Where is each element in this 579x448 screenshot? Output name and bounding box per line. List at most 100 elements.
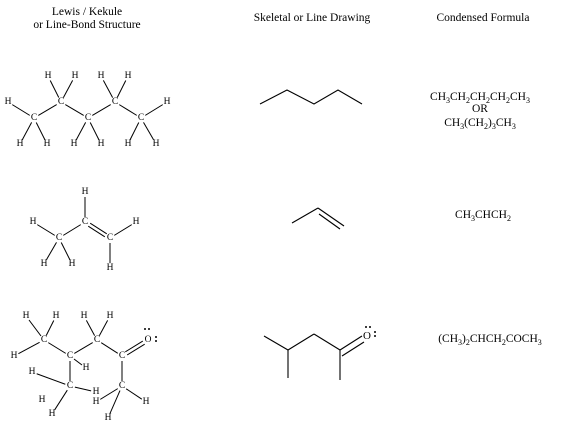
skeletal-propene (291, 207, 345, 230)
lewis-ketone-carbon-atom: C (41, 335, 47, 345)
lewis-pentane-hydrogen-atom: H (164, 97, 171, 107)
lewis-propene-carbon-atom: C (82, 217, 88, 227)
lewis-pentane-bond (92, 104, 111, 116)
lewis-oxygen-lone-pair-dot (155, 340, 157, 342)
lewis-ketone-hydrogen-atom: H (107, 311, 114, 321)
skeletal-pentane (259, 89, 363, 105)
formula-text: ) (462, 333, 466, 345)
lewis-pentane-hydrogen-atom: H (98, 71, 105, 81)
lewis-ketone-bond (73, 358, 83, 366)
condensed-pentane-2: CH3(CH2)3CH3 (444, 117, 516, 131)
lewis-pentane-carbon-atom: C (138, 113, 144, 123)
lewis-pentane-bond (75, 122, 87, 140)
formula-subscript: 2 (506, 96, 510, 105)
lewis-oxygen-lone-pair-dot (148, 328, 150, 330)
lewis-ketone-bond (125, 388, 143, 400)
lewis-ketone-bond (45, 320, 55, 336)
lewis-ketone-double-bond (125, 340, 144, 353)
lewis-propene-hydrogen-atom: H (41, 259, 48, 269)
lewis-pentane-bond (21, 122, 33, 140)
lewis-ketone-hydrogen-atom: H (11, 351, 18, 361)
formula-text: CH (455, 209, 471, 221)
lewis-ketone-hydrogen-atom: H (23, 311, 30, 321)
lewis-pentane-hydrogen-atom: H (17, 139, 24, 149)
lewis-pentane-carbon-atom: C (112, 97, 118, 107)
lewis-ketone-double-bond (126, 343, 145, 356)
condensed-formulas: CH3CH2CH2CH2CH3 OR CH3(CH2)3CH3 CH3CHCH2… (430, 91, 542, 347)
lewis-pentane-bond (35, 122, 46, 140)
lewis-pentane-bond (11, 104, 31, 116)
formula-subscript: 2 (502, 338, 506, 347)
lewis-pentane-bond (38, 104, 57, 116)
lewis-pentane-carbon-atom: C (85, 113, 91, 123)
formula-subscript: 2 (507, 214, 511, 223)
formula-text: CH (490, 91, 506, 103)
formula-subscript: 3 (446, 96, 450, 105)
condensed-pentane-1: CH3CH2CH2CH2CH3 (430, 91, 530, 105)
lewis-ketone-bond (74, 386, 92, 392)
formula-text: ) (488, 117, 492, 129)
formula-text: CH (496, 117, 512, 129)
formula-text: CHCH (475, 209, 507, 221)
lewis-pentane-bond (144, 104, 164, 116)
lewis-oxygen-lone-pair-dot (144, 328, 146, 330)
lewis-ketone-carbon-atom: C (67, 381, 73, 391)
lewis-propene-hydrogen-atom: H (107, 263, 114, 273)
condensed-pentane-or: OR (472, 103, 488, 115)
lewis-pentane-hydrogen-atom: H (72, 71, 79, 81)
header-condensed-text: Condensed Formula (436, 12, 530, 24)
lewis-pentane-hydrogen-atom: H (153, 139, 160, 149)
lewis-ketone-bond (99, 388, 119, 400)
lewis-ketone-hydrogen-atom: H (93, 387, 100, 397)
lewis-pentane-bond (49, 80, 60, 98)
lewis-ketone-hydrogen-atom: H (83, 363, 90, 373)
lewis-pentane-carbon-atom: C (31, 113, 37, 123)
lewis-ketone-bond (28, 319, 42, 337)
formula-subscript: 3 (538, 338, 542, 347)
lewis-pentane-hydrogen-atom: H (5, 97, 12, 107)
formula-text: CH (510, 91, 526, 103)
header-condensed: Condensed Formula (418, 12, 548, 25)
lewis-pentane-bond (129, 122, 140, 140)
skeletal-drawings: O (259, 89, 376, 380)
lewis-ketone-bond (47, 342, 67, 354)
lewis-ketone-bond (98, 320, 109, 336)
lewis-pentane-carbon-atom: C (58, 97, 64, 107)
formula-subscript: 2 (466, 338, 470, 347)
lewis-pentane-hydrogen-atom: H (44, 139, 51, 149)
formula-text: CHCH (470, 333, 502, 345)
header-lewis: Lewis / Kekule or Line-Bond Structure (18, 6, 156, 32)
lewis-pentane-hydrogen-atom: H (125, 71, 132, 81)
lewis-propene-bond (113, 224, 133, 236)
lewis-ketone-hydrogen-atom: H (93, 397, 100, 407)
formula-subscript: 2 (466, 96, 470, 105)
lewis-pentane-hydrogen-atom: H (71, 139, 78, 149)
lewis-ketone-bond (36, 373, 66, 385)
formula-text: CH (444, 117, 460, 129)
skeletal-ketone (263, 333, 365, 380)
lewis-propene-bond (60, 242, 71, 260)
lewis-propene-hydrogen-atom: H (30, 217, 37, 227)
lewis-pentane-bond (116, 80, 127, 98)
lewis-pentane-bond (143, 122, 154, 140)
formula-text: CH (450, 91, 466, 103)
formula-text: CH (430, 91, 446, 103)
lewis-oxygen-lone-pair-dot (155, 336, 157, 338)
header-lewis-line2: or Line-Bond Structure (33, 19, 141, 31)
lewis-ketone-carbon-atom: C (119, 381, 125, 391)
lewis-ketone-oxygen-atom: O (145, 335, 152, 345)
formula-text: COCH (506, 333, 538, 345)
lewis-pentane-bond (118, 104, 138, 116)
lewis-propene-carbon-atom: C (56, 233, 62, 243)
lewis-ketone-hydrogen-atom: H (39, 395, 46, 405)
lewis-ketone-bond (109, 390, 121, 414)
formula-text: (CH (464, 117, 484, 129)
condensed-propene: CH3CHCH2 (455, 209, 511, 223)
skeletal-oxygen-label: O (363, 330, 371, 342)
lewis-propene-bond (46, 242, 57, 260)
lewis-ketone-bond (54, 389, 68, 411)
header-lewis-line1: Lewis / Kekule (51, 6, 123, 18)
lewis-ketone-hydrogen-atom: H (53, 311, 60, 321)
skeletal-oxygen-lone-pairs (365, 326, 376, 337)
